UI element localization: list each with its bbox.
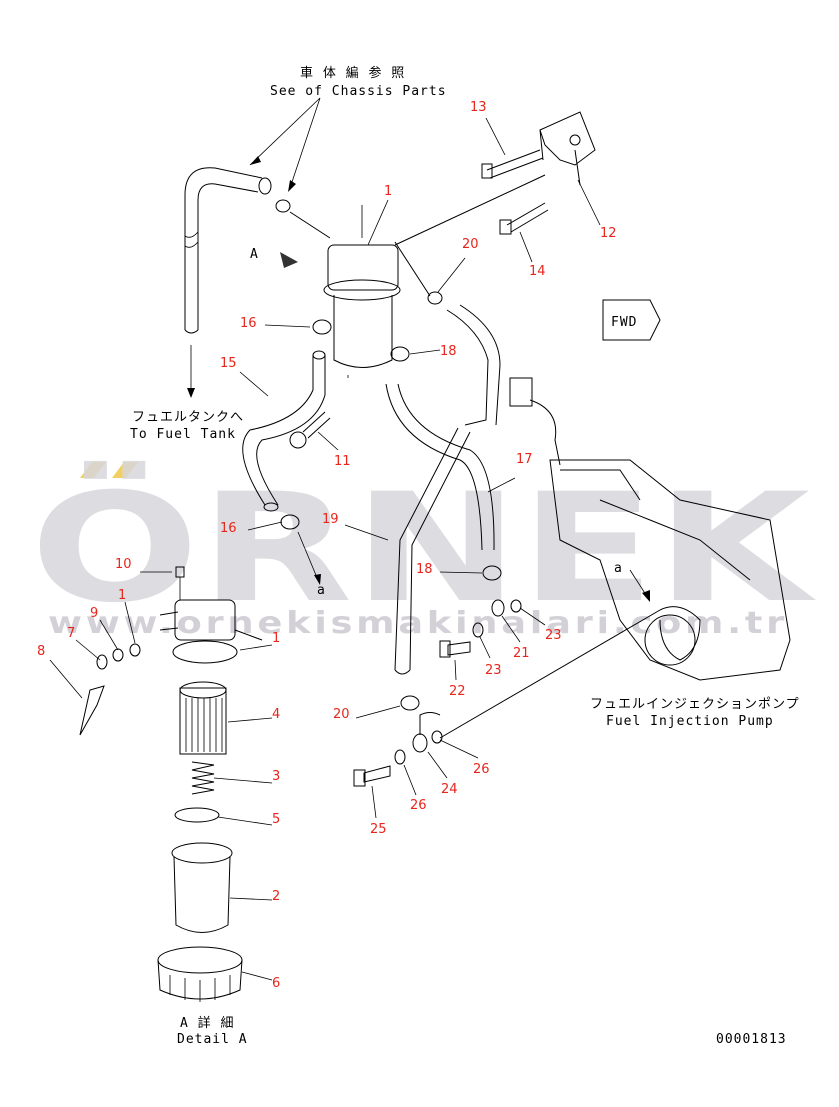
ref-a-label: a — [317, 583, 326, 598]
line-art — [49, 97, 791, 1002]
chassis-note-jp: 車 体 編 参 照 — [300, 65, 405, 81]
callout: 1 — [384, 184, 392, 199]
view-a-label: A — [250, 247, 259, 262]
callout: 25 — [370, 822, 387, 837]
detail-note-jp: A 詳 細 — [180, 1015, 234, 1031]
pump-note-jp: フュエルインジェクションポンプ — [590, 697, 800, 712]
callout: 18 — [416, 562, 433, 577]
detail-note-en: Detail A — [177, 1032, 248, 1047]
callout: 16 — [220, 521, 237, 536]
pump-note-en: Fuel Injection Pump — [606, 714, 774, 729]
callout-labels: 13 12 1 20 14 16 18 15 11 17 16 19 10 18… — [37, 100, 617, 991]
callout: 19 — [322, 512, 339, 527]
callout: 22 — [449, 684, 466, 699]
fwd-label: FWD — [611, 315, 637, 330]
callout: 12 — [600, 226, 617, 241]
callout: 15 — [220, 356, 237, 371]
callout: 23 — [485, 663, 502, 678]
watermark-brand: ÖRNEK — [30, 460, 816, 636]
watermark-accent — [112, 462, 138, 478]
callout: 7 — [67, 626, 75, 641]
callout: 5 — [272, 812, 280, 827]
callout: 13 — [470, 100, 487, 115]
ref-a-label: a — [614, 561, 623, 576]
callout: 18 — [440, 344, 457, 359]
callout: 23 — [545, 628, 562, 643]
callout: 8 — [37, 644, 45, 659]
tank-note-jp: フュエルタンクへ — [132, 410, 244, 425]
callout: 1 — [272, 631, 280, 646]
callout: 3 — [272, 769, 280, 784]
callout: 2 — [272, 889, 280, 904]
callout: 4 — [272, 707, 280, 722]
watermark-url: www.ornekismakinalari.com.tr — [48, 606, 788, 641]
callout: 20 — [333, 707, 350, 722]
callout: 26 — [410, 798, 427, 813]
tank-note-en: To Fuel Tank — [130, 427, 236, 442]
callout: 14 — [529, 264, 546, 279]
watermark: ÖRNEK www.ornekismakinalari.com.tr — [30, 460, 816, 641]
callout: 24 — [441, 782, 458, 797]
watermark-accent — [80, 462, 106, 478]
callout: 6 — [272, 976, 280, 991]
callout: 1 — [118, 588, 126, 603]
callout: 26 — [473, 762, 490, 777]
callout: 9 — [90, 606, 98, 621]
callout: 17 — [516, 452, 533, 467]
callout: 11 — [334, 454, 351, 469]
chassis-note-en: See of Chassis Parts — [270, 84, 447, 99]
callout: 16 — [240, 316, 257, 331]
callout: 10 — [115, 557, 132, 572]
callout: 21 — [513, 646, 530, 661]
annotations: 車 体 編 参 照 See of Chassis Parts フュエルタンクへ … — [130, 65, 800, 1047]
drawing-number: 00001813 — [716, 1032, 787, 1047]
callout: 20 — [462, 237, 479, 252]
